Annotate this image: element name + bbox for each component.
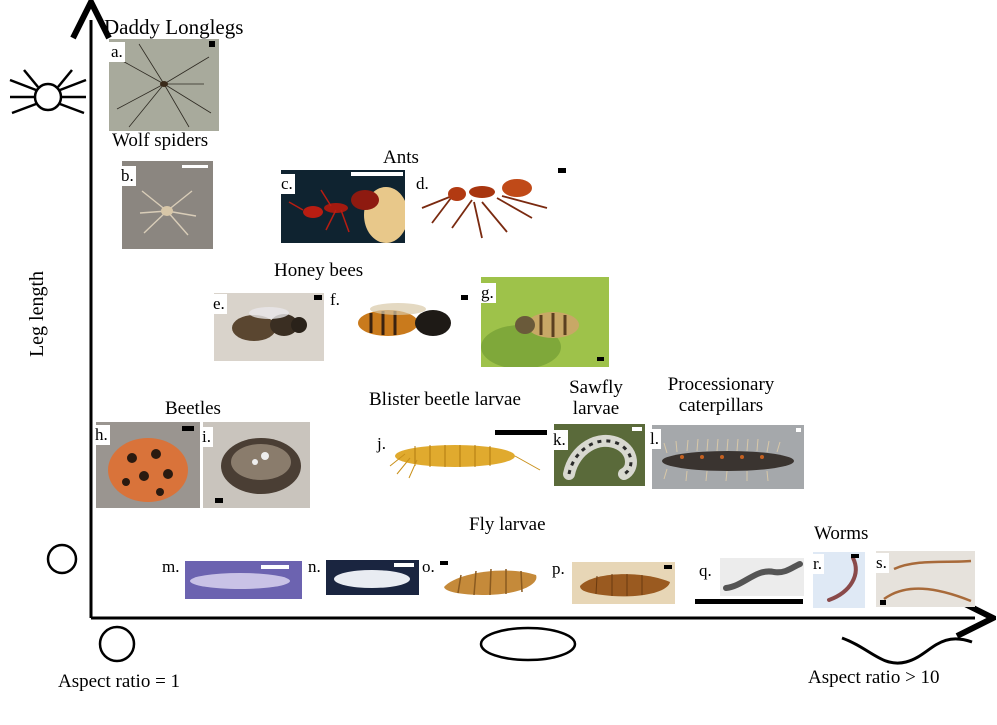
group-label-daddy-longlegs: Daddy Longlegs — [104, 15, 244, 39]
group-label-beetles: Beetles — [165, 398, 221, 419]
specimen-label-c: c. — [279, 174, 295, 194]
photo-honey-bee-f — [343, 289, 473, 351]
photo-ant-d — [412, 168, 568, 242]
specimen-label-h: h. — [93, 425, 110, 445]
photo-ant-c — [281, 170, 405, 243]
photo-honey-bee-g — [481, 277, 609, 367]
round-body-icon — [98, 625, 136, 663]
x-axis-label-right: Aspect ratio > 10 — [808, 667, 940, 688]
specimen-label-f: f. — [328, 290, 342, 310]
specimen-label-k: k. — [551, 430, 568, 450]
group-label-honey-bees: Honey bees — [274, 260, 364, 281]
specimen-label-d: d. — [414, 174, 431, 194]
photo-fly-larva-n — [326, 560, 419, 595]
photo-blister-beetle-larva — [375, 426, 548, 483]
specimen-label-i: i. — [200, 427, 213, 447]
specimen-label-l: l. — [648, 429, 661, 449]
photo-daddy-longlegs — [109, 39, 219, 131]
specimen-label-m: m. — [160, 557, 182, 577]
specimen-label-n: n. — [306, 557, 323, 577]
specimen-label-a: a. — [109, 42, 125, 62]
specimen-label-p: p. — [550, 559, 567, 579]
specimen-label-b: b. — [119, 166, 136, 186]
specimen-label-s: s. — [874, 553, 889, 573]
specimen-label-e: e. — [211, 294, 227, 314]
oval-body-icon — [479, 626, 577, 662]
photo-worm-r — [813, 552, 865, 608]
group-label-ants: Ants — [383, 147, 419, 168]
photo-fly-larva-o — [436, 559, 544, 601]
photo-processionary-caterpillar — [652, 425, 804, 489]
scale-bar-q — [695, 599, 803, 604]
photo-fly-larva-q — [720, 558, 804, 596]
no-legs-icon — [46, 543, 78, 575]
photo-wolf-spider — [122, 161, 213, 249]
photo-honey-bee-e — [214, 293, 324, 361]
specimen-label-q: q. — [697, 561, 714, 581]
y-axis-label: Leg length — [26, 270, 48, 358]
photo-beetle-i — [203, 422, 310, 508]
group-label-fly-larvae: Fly larvae — [469, 514, 546, 535]
photo-fly-larva-p — [572, 562, 675, 604]
specimen-label-g: g. — [479, 283, 496, 303]
photo-fly-larva-m — [185, 561, 302, 599]
photo-sawfly-larva — [554, 424, 645, 486]
long-legs-icon — [9, 69, 87, 115]
photo-beetle-h — [96, 422, 200, 508]
specimen-label-j: j. — [375, 434, 388, 454]
specimen-label-r: r. — [811, 554, 824, 574]
group-label-worms: Worms — [814, 523, 869, 544]
x-axis-label-left: Aspect ratio = 1 — [58, 671, 181, 692]
group-label-blister-beetle-larvae: Blister beetle larvae — [369, 389, 521, 410]
specimen-label-o: o. — [420, 557, 437, 577]
group-label-wolf-spiders: Wolf spiders — [112, 130, 209, 151]
photo-worm-s — [876, 551, 975, 607]
wavy-worm-icon — [841, 636, 973, 665]
